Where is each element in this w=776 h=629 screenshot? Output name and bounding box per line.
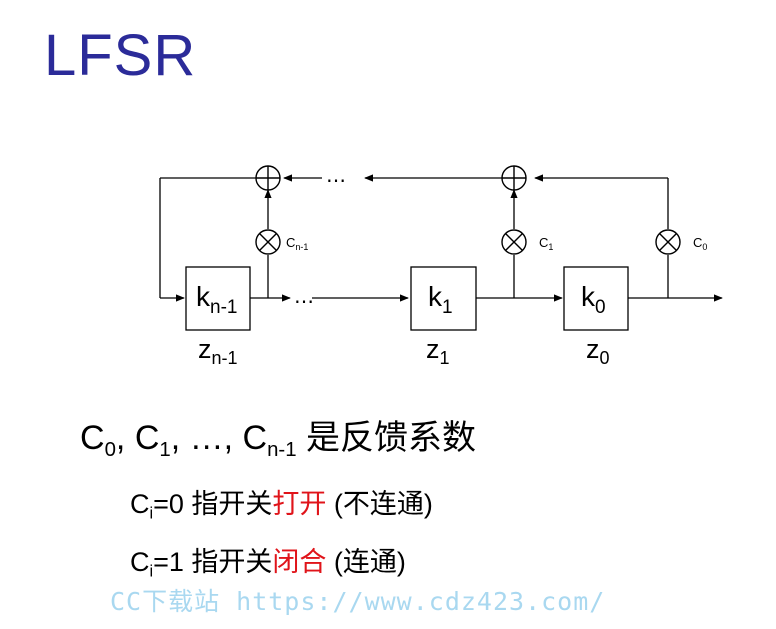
register-box-1: k1 [410, 266, 477, 331]
ellipsis-middle: … [294, 284, 314, 308]
xor-icon [255, 165, 281, 191]
coef-label-0: C0 [693, 235, 707, 252]
ellipsis-top: … [326, 163, 346, 187]
register-box-0: k0 [563, 266, 629, 331]
highlight-closed: 闭合 [272, 547, 327, 577]
state-label-n-1: zn-1 [198, 334, 238, 368]
switch-closed-description: Ci=1 指开关闭合 (连通) [130, 547, 406, 581]
xor-icon [501, 165, 527, 191]
state-label-0: z0 [586, 334, 610, 368]
watermark: CC下载站 https://www.cdz423.com/ [110, 587, 606, 616]
multiply-icon [255, 229, 281, 255]
multiply-icon [655, 229, 681, 255]
coefficients-description: C0, C1, …, Cn-1 是反馈系数 [80, 419, 477, 462]
multiply-icon [501, 229, 527, 255]
svg-text:k0: k0 [581, 281, 606, 318]
coef-label-n-1: Cn-1 [286, 235, 308, 252]
svg-text:kn-1: kn-1 [196, 281, 237, 318]
switch-open-description: Ci=0 指开关打开 (不连通) [130, 489, 433, 523]
svg-text:k1: k1 [428, 281, 453, 318]
state-label-1: z1 [426, 334, 450, 368]
register-box-n-1: kn-1 [185, 266, 251, 331]
page-title: LFSR [44, 23, 197, 88]
highlight-open: 打开 [272, 489, 327, 519]
coef-label-1: C1 [539, 235, 553, 252]
